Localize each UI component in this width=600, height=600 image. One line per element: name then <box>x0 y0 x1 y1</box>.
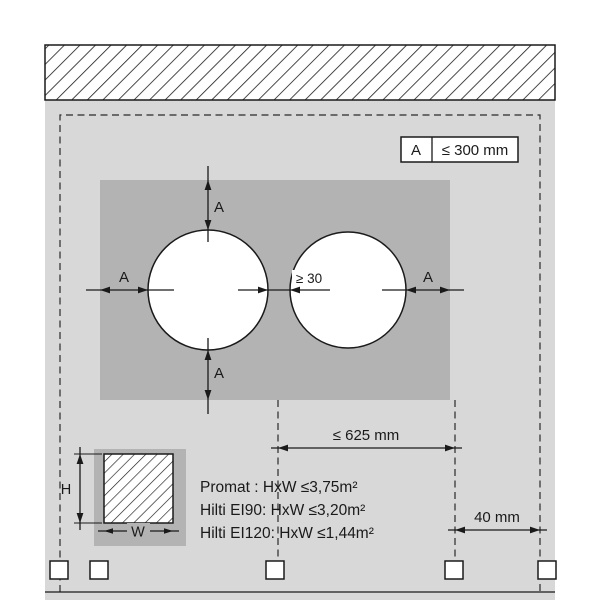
arrowhead <box>530 526 540 534</box>
arrowhead <box>204 180 212 190</box>
anchor-square <box>265 560 285 580</box>
arrowhead <box>204 220 212 230</box>
spec-line-hilti-ei120: Hilti EI120: HxW ≤1,44m² <box>200 525 374 542</box>
legend-value: ≤ 300 mm <box>442 142 509 159</box>
arrowhead <box>440 286 450 294</box>
anchor-square <box>444 560 464 580</box>
legend-symbol: A <box>411 142 421 159</box>
anchor-square <box>49 560 69 580</box>
arrowhead <box>204 350 212 360</box>
dim-a-right: A <box>382 269 464 294</box>
gap-label: ≥ 30 <box>296 271 322 286</box>
h-label: H <box>61 482 71 498</box>
arrowhead <box>455 526 465 534</box>
dim-h: H <box>61 447 102 530</box>
arrowhead <box>138 286 148 294</box>
legend-frame <box>400 136 519 163</box>
ceiling-slab-hatch <box>44 44 556 101</box>
dashed-boundary <box>59 114 541 592</box>
dim-a-left-label: A <box>119 269 129 286</box>
seal-detail: W H <box>61 447 186 546</box>
dim-edge-40: 40 mm <box>448 509 547 534</box>
dim-gap-min: ≥ 30 <box>238 270 330 294</box>
arrowhead <box>100 286 110 294</box>
dim-a-top: A <box>204 166 224 242</box>
anchor-square <box>89 560 109 580</box>
detail-duct-hatch <box>103 453 174 524</box>
dim-a-right-label: A <box>423 269 433 286</box>
dim-a-top-label: A <box>214 199 224 216</box>
edge-distance-label: 40 mm <box>474 509 520 526</box>
spec-line-hilti-ei90: Hilti EI90: HxW ≤3,20m² <box>200 502 365 519</box>
arrowhead <box>76 513 84 523</box>
anchor-squares <box>49 560 557 580</box>
arrowhead <box>76 454 84 464</box>
spacing-label: ≤ 625 mm <box>333 427 400 444</box>
arrowhead <box>290 286 300 294</box>
arrowhead <box>445 444 455 452</box>
dim-a-left: A <box>86 269 174 294</box>
arrowhead <box>164 528 173 534</box>
w-label: W <box>131 525 145 541</box>
spec-text-block: Promat : HxW ≤3,75m² Hilti EI90: HxW ≤3,… <box>200 479 374 542</box>
gap-label-background <box>292 270 326 286</box>
arrowhead <box>406 286 416 294</box>
arrowhead <box>204 390 212 400</box>
anchor-square <box>537 560 557 580</box>
dim-a-bottom: A <box>204 338 224 414</box>
arrowhead <box>258 286 268 294</box>
arrowhead <box>278 444 288 452</box>
dim-w: W <box>98 523 179 541</box>
legend-box: A ≤ 300 mm <box>400 136 519 163</box>
dim-a-bottom-label: A <box>214 365 224 382</box>
arrowhead <box>104 528 113 534</box>
w-label-background <box>127 523 150 539</box>
dim-spacing-625: ≤ 625 mm <box>271 427 462 452</box>
spec-line-promat: Promat : HxW ≤3,75m² <box>200 479 358 496</box>
